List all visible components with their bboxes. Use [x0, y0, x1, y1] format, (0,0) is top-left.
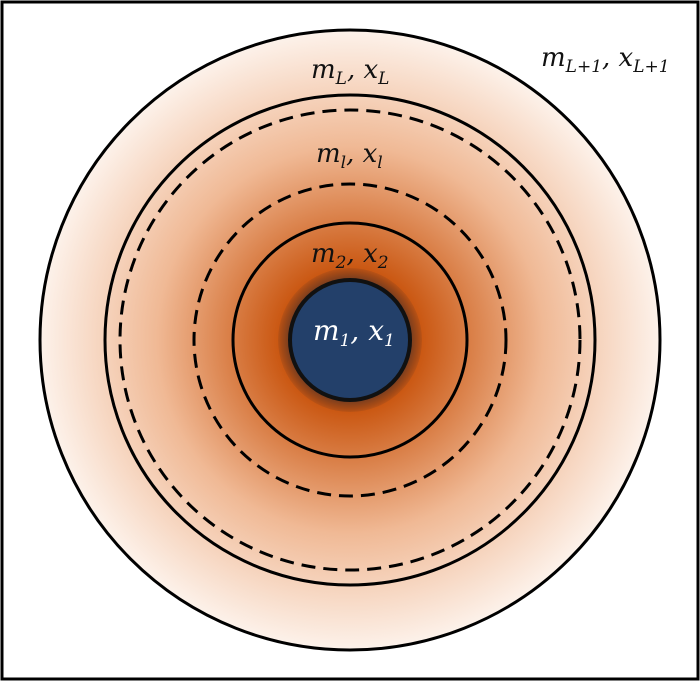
label-core: m1, x1 [313, 314, 395, 351]
shell-l-outer-dashed-boundary [118, 108, 582, 572]
shell-L-boundary [103, 93, 597, 587]
label-shell-2: m2, x2 [311, 239, 389, 273]
label-shell-L: mL, xL [311, 55, 389, 89]
core-disk [288, 278, 412, 402]
shell-l-inner-dashed-boundary [192, 182, 508, 498]
shell-2-boundary [231, 221, 469, 459]
label-shell-l: ml, xl [316, 139, 383, 173]
label-outer-region: mL+1, xL+1 [541, 43, 670, 77]
